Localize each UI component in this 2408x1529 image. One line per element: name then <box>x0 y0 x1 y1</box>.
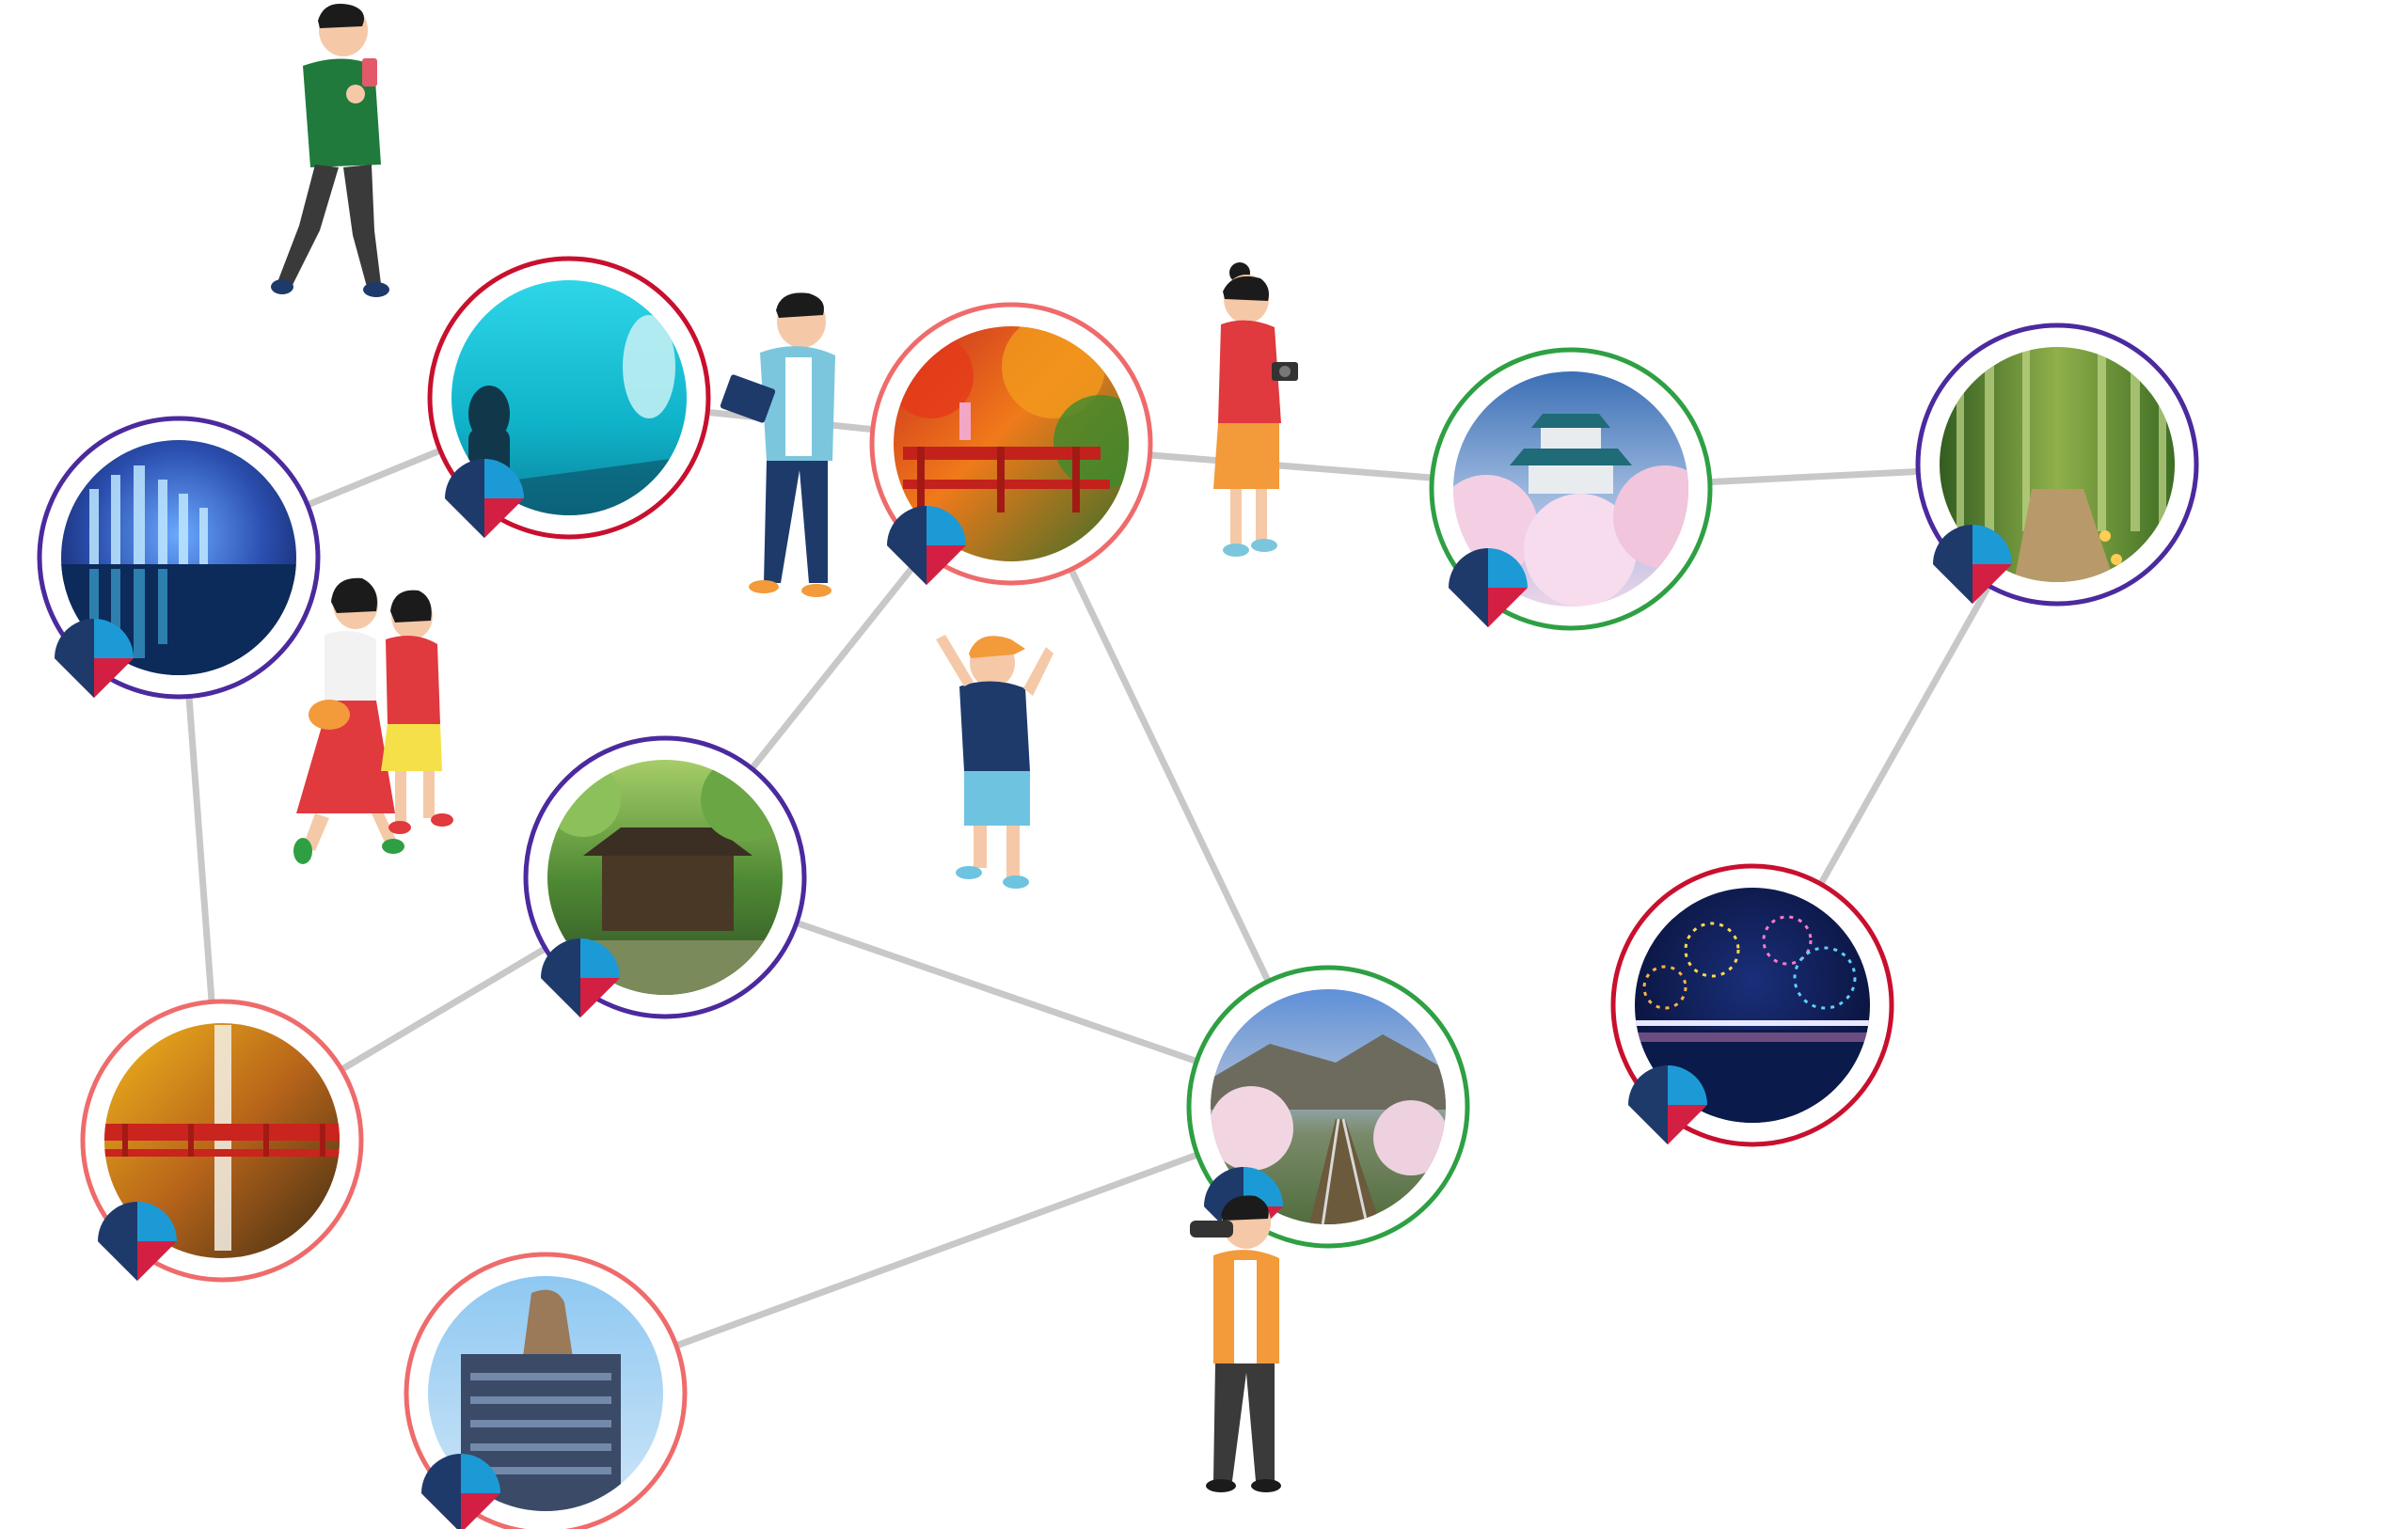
spot-fireworks-bay[interactable] <box>1610 863 1894 1147</box>
woman-with-camera-figure <box>1213 262 1298 557</box>
two-girls-walking-figure <box>293 577 453 864</box>
photo-castle-cherry-blossom <box>1453 371 1688 607</box>
spot-bamboo-path[interactable] <box>1915 323 2199 607</box>
man-with-binoculars-figure <box>1190 1195 1281 1492</box>
spot-light-installation-lake[interactable] <box>37 416 321 700</box>
cheering-kid-figure <box>936 635 1054 889</box>
man-reading-guidebook-figure <box>720 292 835 597</box>
spot-waterfall-bridge[interactable] <box>80 999 364 1283</box>
spot-castle-cherry-blossom[interactable] <box>1429 347 1717 631</box>
spot-aquarium[interactable] <box>427 256 711 540</box>
spot-forest-temple[interactable] <box>523 735 807 1019</box>
photo-bamboo-path <box>1940 347 2175 582</box>
spot-modern-building[interactable] <box>404 1252 688 1529</box>
spot-red-bridge-autumn[interactable] <box>869 302 1153 586</box>
man-drinking-figure <box>271 4 389 297</box>
spot-railway-cherry[interactable] <box>1186 965 1470 1249</box>
